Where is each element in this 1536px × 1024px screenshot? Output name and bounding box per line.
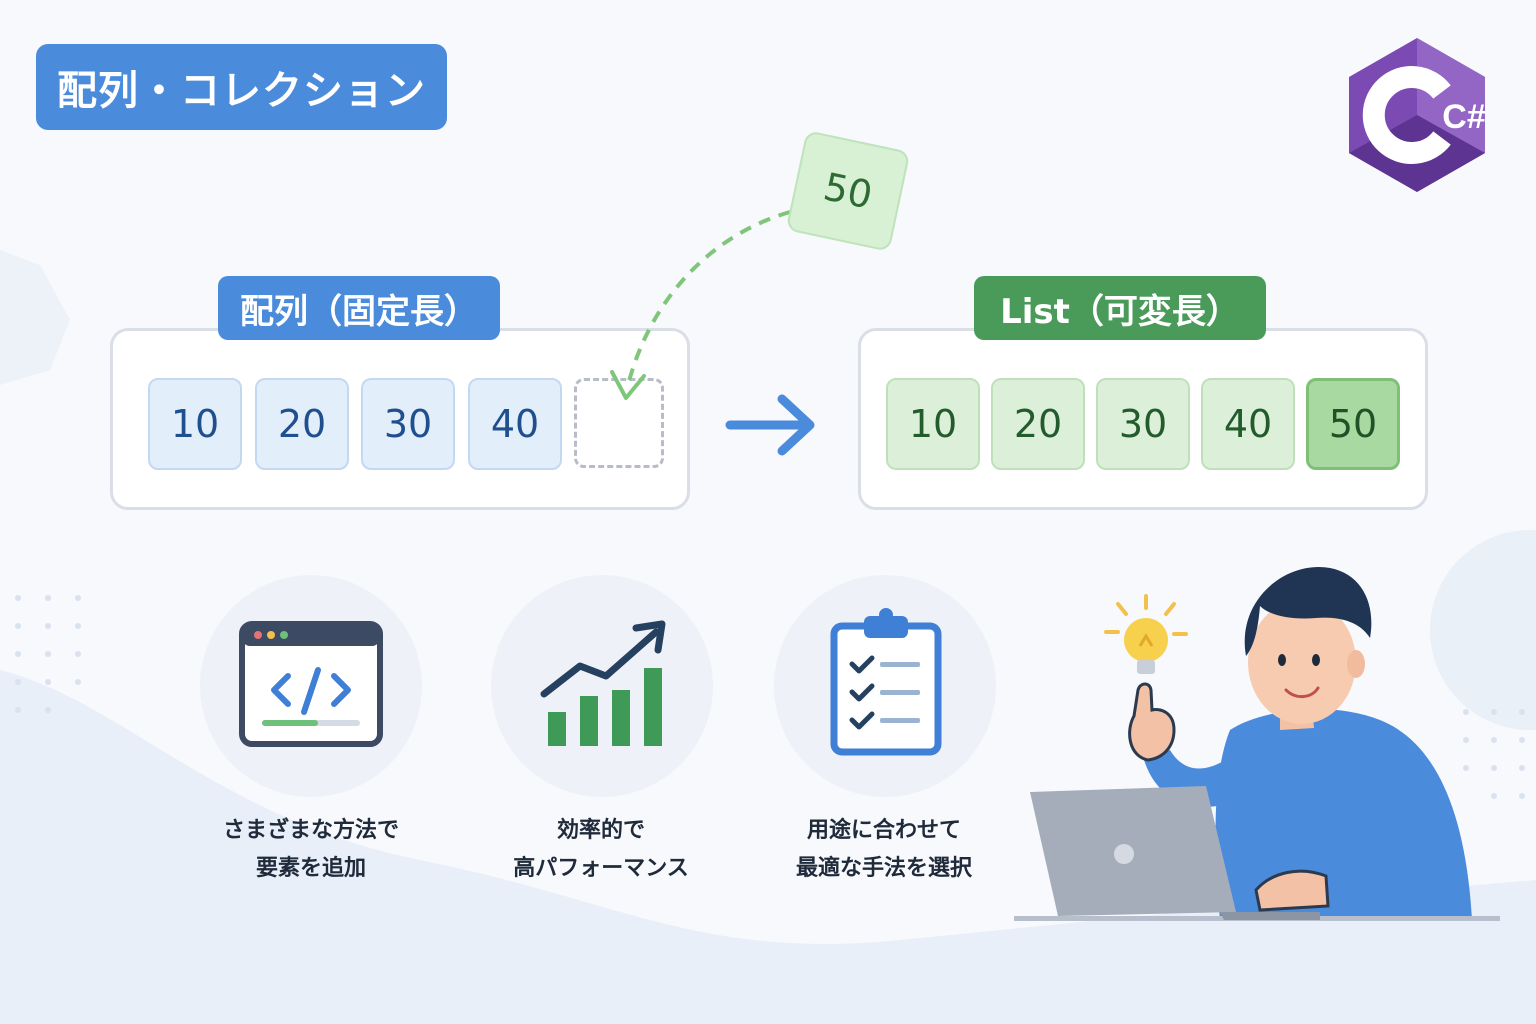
list-cell: 40 xyxy=(1201,378,1295,470)
csharp-logo-text: C# xyxy=(1442,98,1486,136)
checklist-clipboard-icon xyxy=(830,608,942,756)
list-cell: 20 xyxy=(991,378,1085,470)
array-cell: 20 xyxy=(255,378,349,470)
person-with-laptop-illustration xyxy=(1014,566,1500,921)
list-cell: 30 xyxy=(1096,378,1190,470)
list-panel-label: List（可変長） xyxy=(974,276,1266,340)
growth-chart-icon xyxy=(540,620,666,746)
list-cell: 10 xyxy=(886,378,980,470)
laptop-icon xyxy=(1030,786,1320,920)
list-cell-new: 50 xyxy=(1306,378,1400,470)
array-panel-label: 配列（固定長） xyxy=(218,276,500,340)
page-title: 配列・コレクション xyxy=(36,44,447,130)
floating-new-value: 50 xyxy=(785,130,911,252)
code-window-icon xyxy=(239,621,383,747)
lightbulb-icon xyxy=(1124,618,1168,674)
csharp-logo: C# xyxy=(1349,38,1486,192)
feature-text-line: 用途に合わせて xyxy=(806,818,961,843)
feature-text-line: さまざまな方法で xyxy=(222,818,399,843)
array-cell: 10 xyxy=(148,378,242,470)
feature-text: 効率的で 高パフォーマンス xyxy=(451,812,751,888)
arrow-right-icon xyxy=(725,394,815,456)
feature-text-line: 要素を追加 xyxy=(255,856,366,881)
feature-text-line: 最適な手法を選択 xyxy=(795,856,972,881)
feature-text: さまざまな方法で 要素を追加 xyxy=(161,812,461,888)
feature-circle xyxy=(491,575,713,797)
feature-text: 用途に合わせて 最適な手法を選択 xyxy=(734,812,1034,888)
feature-text-line: 高パフォーマンス xyxy=(513,856,689,881)
array-empty-slot xyxy=(574,378,664,468)
feature-text-line: 効率的で xyxy=(556,818,645,843)
array-cell: 30 xyxy=(361,378,455,470)
insert-curve-arrow xyxy=(610,210,791,400)
lightbulb-rays-icon xyxy=(1104,594,1188,636)
array-cell: 40 xyxy=(468,378,562,470)
